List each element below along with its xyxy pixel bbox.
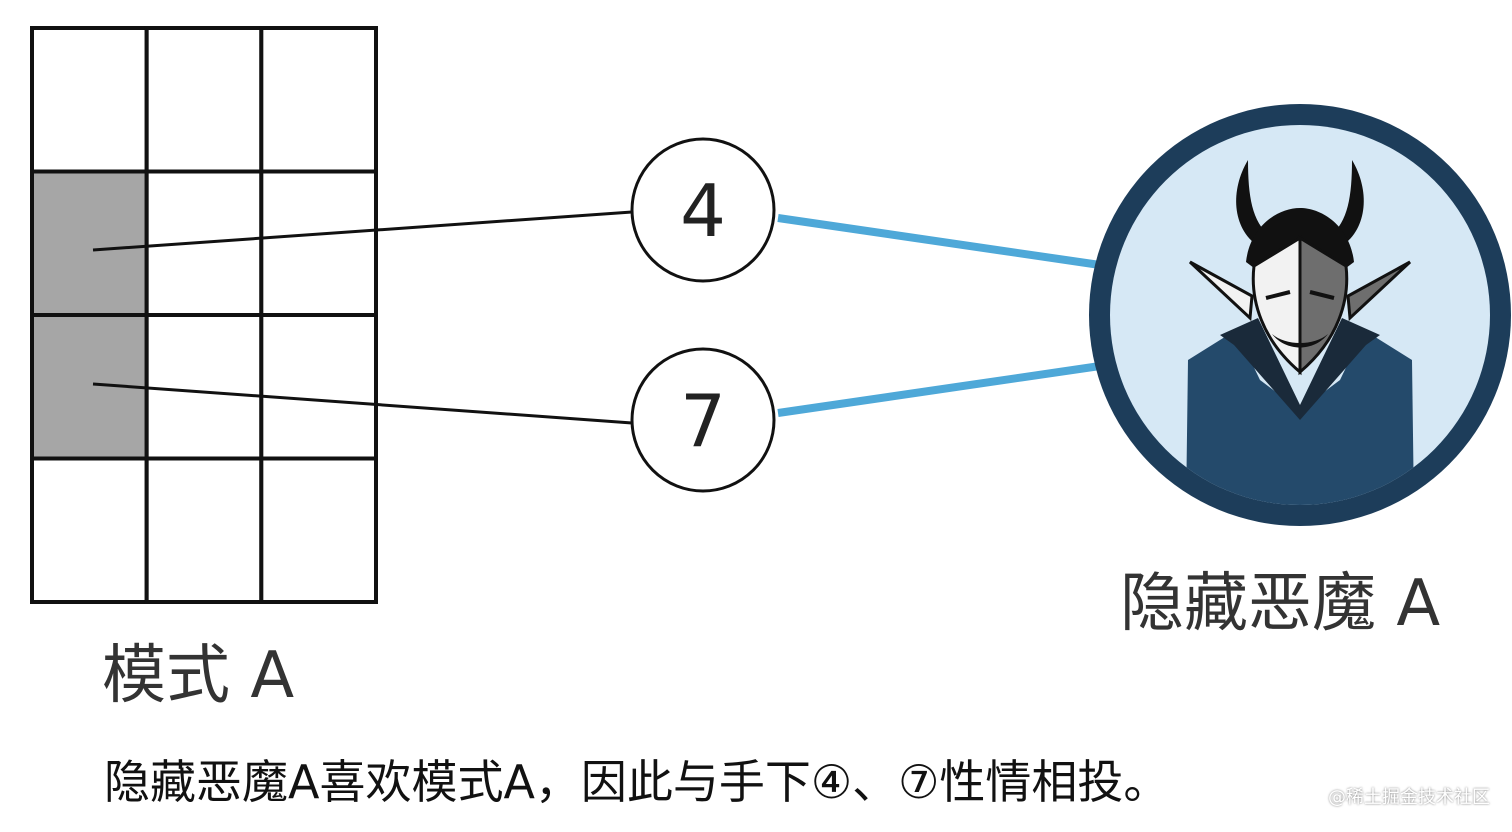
pattern-cell — [30, 456, 149, 604]
pattern-cell — [30, 26, 149, 174]
node-4: 4 — [630, 137, 776, 283]
demon-icon — [1089, 104, 1511, 526]
pattern-cell — [144, 456, 264, 604]
pattern-cell — [144, 313, 264, 461]
pattern-cell — [259, 313, 379, 461]
connector-node-4-to-demon — [777, 214, 1101, 269]
pattern-cell — [259, 169, 379, 317]
pattern-cell — [259, 456, 379, 604]
demon-label: 隐藏恶魔 A — [1120, 567, 1440, 641]
pattern-cell — [144, 26, 264, 174]
pattern-grid — [30, 26, 379, 604]
caption: 隐藏恶魔A喜欢模式A，因此与手下④、⑦性情相投。 — [104, 755, 1170, 809]
node-4-label: 4 — [680, 169, 726, 253]
pattern-label: 模式 A — [102, 639, 294, 713]
watermark: @稀土掘金技术社区 — [1328, 787, 1490, 808]
connector-cell-to-node-4 — [92, 210, 633, 252]
pattern-cell-highlighted — [30, 169, 149, 317]
connector-node-7-to-demon — [777, 362, 1101, 417]
pattern-cell — [259, 26, 379, 174]
node-7-label: 7 — [680, 379, 726, 463]
node-7: 7 — [630, 347, 776, 493]
connector-cell-to-node-7 — [92, 382, 633, 425]
